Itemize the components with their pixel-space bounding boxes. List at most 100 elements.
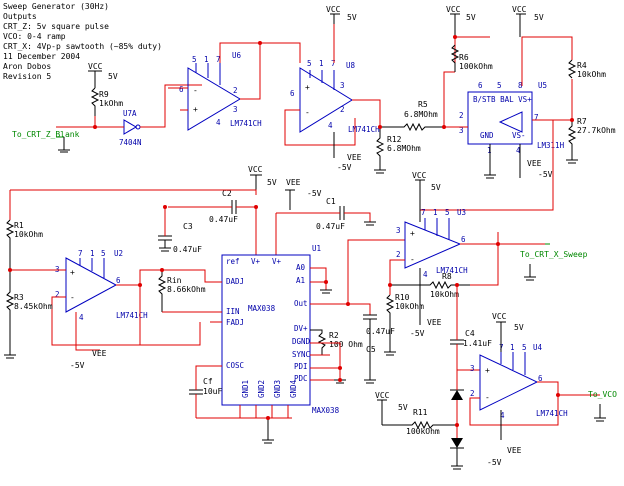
header-line: Sweep Generator (30Hz) <box>3 2 109 11</box>
svg-text:VEE: VEE <box>286 178 301 187</box>
r2-resistor: R2 100 Ohm <box>310 329 363 355</box>
svg-text:R2: R2 <box>329 331 339 340</box>
svg-text:VEE: VEE <box>507 446 522 455</box>
svg-text:U2: U2 <box>114 249 123 258</box>
svg-text:LM741CH: LM741CH <box>230 119 262 128</box>
svg-text:+: + <box>70 268 75 277</box>
svg-text:R3: R3 <box>14 293 24 302</box>
diode-lower <box>450 438 464 449</box>
svg-text:10kOhm: 10kOhm <box>14 230 43 239</box>
svg-text:7: 7 <box>216 55 221 64</box>
svg-text:ref: ref <box>226 257 240 266</box>
svg-text:DV+: DV+ <box>294 324 308 333</box>
svg-text:0.47uF: 0.47uF <box>316 222 345 231</box>
svg-text:VCC: VCC <box>412 171 427 180</box>
svg-text:1: 1 <box>510 343 515 352</box>
svg-text:MAX038: MAX038 <box>248 304 276 313</box>
svg-text:100kOhm: 100kOhm <box>459 62 493 71</box>
svg-text:C5: C5 <box>366 345 376 354</box>
svg-text:U1: U1 <box>312 244 321 253</box>
svg-text:C1: C1 <box>326 197 336 206</box>
svg-text:6.8MOhm: 6.8MOhm <box>387 144 421 153</box>
svg-text:10uF: 10uF <box>203 387 222 396</box>
svg-text:6: 6 <box>116 276 121 285</box>
svg-text:3: 3 <box>396 226 401 235</box>
svg-text:5V: 5V <box>347 13 357 22</box>
svg-text:5V: 5V <box>398 403 408 412</box>
u8-opamp: 5 1 7 + - 6 3 2 4 U8 LM741CH <box>290 59 380 134</box>
svg-text:LM741CH: LM741CH <box>436 266 468 275</box>
svg-text:VEE: VEE <box>527 159 542 168</box>
svg-text:+: + <box>485 366 490 375</box>
svg-text:PDI: PDI <box>294 362 308 371</box>
svg-text:10kOhm: 10kOhm <box>577 70 606 79</box>
r11-resistor: VCC 5V R11 100kOhm <box>375 391 457 436</box>
svg-text:100kOhm: 100kOhm <box>406 427 440 436</box>
svg-text:4: 4 <box>328 121 333 130</box>
svg-text:5V: 5V <box>466 13 476 22</box>
svg-text:1: 1 <box>90 249 95 258</box>
svg-text:-5V: -5V <box>410 329 425 338</box>
svg-text:DGND: DGND <box>292 337 311 346</box>
svg-text:GND3: GND3 <box>273 380 282 398</box>
svg-text:6: 6 <box>538 374 543 383</box>
svg-text:-: - <box>410 255 415 264</box>
r1-resistor: R1 10kOhm <box>5 219 43 270</box>
svg-text:5: 5 <box>101 249 106 258</box>
r3-resistor: R3 8.45kOhm <box>4 270 53 359</box>
svg-text:+: + <box>305 83 310 92</box>
svg-text:VCC: VCC <box>88 62 103 71</box>
diode-upper <box>450 389 464 400</box>
svg-text:R1: R1 <box>14 221 24 230</box>
svg-text:1: 1 <box>204 55 209 64</box>
svg-text:5: 5 <box>497 81 502 90</box>
svg-text:8.45kOhm: 8.45kOhm <box>14 302 53 311</box>
svg-text:Rin: Rin <box>167 276 182 285</box>
u5-comparator: B/STB BAL VS+ 6 5 8 U5 2 3 7 GND VS- 1 4… <box>459 81 565 155</box>
header-line: Aron Dobos <box>3 62 51 71</box>
header-line: CRT_X: 4Vp-p sawtooth (~85% duty) <box>3 42 162 51</box>
svg-text:V+: V+ <box>272 257 282 266</box>
svg-text:VCC: VCC <box>326 5 341 14</box>
svg-text:R10: R10 <box>395 293 410 302</box>
svg-text:5V: 5V <box>267 178 277 187</box>
r7-resistor: R7 27.7kOhm <box>566 117 616 164</box>
svg-text:0.47uF: 0.47uF <box>366 327 395 336</box>
svg-text:6: 6 <box>290 89 295 98</box>
svg-text:A0: A0 <box>296 263 306 272</box>
svg-text:R6: R6 <box>459 53 469 62</box>
svg-text:-5V: -5V <box>538 170 553 179</box>
svg-text:7: 7 <box>534 113 539 122</box>
svg-text:FADJ: FADJ <box>226 318 244 327</box>
u1-max038: U1 ref V+ V+ DADJ IIN FADJ COSC A0 A1 Ou… <box>221 244 340 415</box>
svg-text:-: - <box>305 108 310 117</box>
svg-text:B/STB BAL VS+: B/STB BAL VS+ <box>473 95 532 104</box>
svg-text:LM741CH: LM741CH <box>536 409 568 418</box>
svg-text:2: 2 <box>470 389 475 398</box>
svg-text:1.41uF: 1.41uF <box>463 339 492 348</box>
cf-capacitor: Cf 10uF <box>189 377 222 396</box>
svg-text:C4: C4 <box>465 329 475 338</box>
svg-text:2: 2 <box>340 105 345 114</box>
svg-text:PDC: PDC <box>294 374 308 383</box>
svg-text:7404N: 7404N <box>119 138 142 147</box>
svg-text:4: 4 <box>423 270 428 279</box>
svg-text:5V: 5V <box>534 13 544 22</box>
svg-text:2: 2 <box>396 250 401 259</box>
svg-text:C3: C3 <box>183 222 193 231</box>
header-line: 11 December 2004 <box>3 52 80 61</box>
svg-text:10kOhm: 10kOhm <box>395 302 424 311</box>
svg-text:V+: V+ <box>251 257 261 266</box>
svg-text:VCC: VCC <box>512 5 527 14</box>
r5-resistor: R5 6.8MOhm <box>380 100 444 132</box>
svg-text:C2: C2 <box>222 189 232 198</box>
svg-text:DADJ: DADJ <box>226 277 244 286</box>
header-line: Revision 5 <box>3 72 51 81</box>
u7a-inverter: U7A 7404N <box>119 109 142 147</box>
svg-text:8: 8 <box>518 81 523 90</box>
svg-text:5V: 5V <box>108 72 118 81</box>
svg-text:3: 3 <box>459 126 464 135</box>
svg-text:VCC: VCC <box>375 391 390 400</box>
svg-text:7: 7 <box>78 249 83 258</box>
